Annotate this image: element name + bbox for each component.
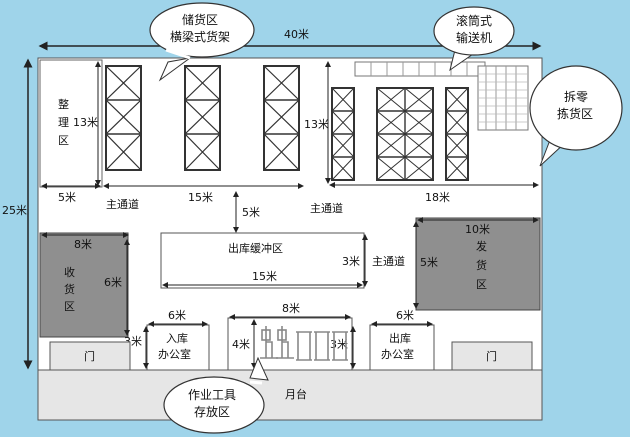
receiving-label-3: 区: [64, 300, 75, 313]
shipping-label-3: 区: [476, 278, 487, 291]
buffer-width-label: 15米: [252, 270, 277, 283]
in-office-label-1: 入库: [166, 332, 188, 345]
tool-storage-area: [227, 317, 353, 371]
sort-width-label: 5米: [58, 191, 76, 204]
ship-height-label: 5米: [420, 256, 438, 269]
receiving-label-1: 收: [64, 265, 75, 279]
left-rack-2: [184, 65, 221, 171]
callout-storage: 储货区 横梁式货架: [149, 2, 255, 82]
sort-height-label: 13米: [73, 116, 98, 129]
callout-tools-line1: 作业工具: [188, 388, 236, 402]
right-rack-thin: [445, 87, 469, 181]
ship-width-label: 10米: [465, 223, 490, 236]
forklift-icons: [260, 326, 294, 359]
callout-tools-line2: 存放区: [194, 404, 230, 419]
shipping-label-2: 货: [476, 258, 487, 272]
out-office-label-1: 出库: [389, 331, 411, 345]
shipping-area: [415, 217, 541, 311]
recv-height-label: 6米: [104, 276, 122, 289]
sorting-label-2: 理: [58, 116, 69, 129]
platform-label: 月台: [285, 387, 307, 401]
door-left-label: 门: [84, 349, 95, 363]
callout-storage-line2: 横梁式货架: [170, 29, 230, 44]
door-right-label: 门: [486, 349, 497, 363]
callout-roller: 滚筒式 输送机: [433, 6, 515, 72]
main-aisle-mid: 主通道: [372, 254, 405, 268]
door-right: [451, 341, 533, 371]
total-width-label: 40米: [284, 28, 309, 41]
callout-roller-line2: 输送机: [456, 30, 492, 45]
main-aisle-right: 主通道: [310, 201, 343, 215]
platform: [37, 369, 543, 421]
left-rack-1: [105, 65, 142, 171]
in-office-width-label: 6米: [168, 309, 186, 322]
left-rack-3: [263, 65, 300, 171]
outbound-office: [369, 324, 435, 371]
receiving-label-2: 货: [64, 282, 75, 296]
rack-width-label: 15米: [188, 191, 213, 204]
door-left: [49, 341, 131, 371]
callout-tools: 作业工具 存放区: [163, 356, 269, 434]
sorting-label-3: 区: [58, 134, 69, 147]
aisle-gap-label: 5米: [242, 206, 260, 219]
recv-width-label: 8米: [74, 238, 92, 251]
callout-roller-line1: 滚筒式: [456, 13, 492, 28]
cart-icons: [296, 331, 348, 361]
buffer-height-label: 3米: [342, 255, 360, 268]
tool-width-label: 8米: [282, 302, 300, 315]
right-rack-small: [331, 87, 355, 181]
rack-height-right-label: 13米: [304, 118, 329, 131]
in-office-label-2: 办公室: [158, 347, 191, 361]
callout-picking: 拆零 拣货区: [529, 65, 623, 167]
callout-storage-line1: 储货区: [182, 12, 218, 27]
sorting-area: [39, 59, 103, 188]
total-height-label: 25米: [2, 204, 27, 217]
out-office-label-2: 办公室: [381, 347, 414, 361]
out-office-width-label: 6米: [396, 309, 414, 322]
sorting-label-1: 整: [58, 97, 69, 111]
receiving-area: [39, 232, 129, 338]
callout-picking-line2: 拣货区: [557, 106, 593, 121]
outbound-buffer-area: [160, 232, 365, 289]
right-rack-large: [376, 87, 434, 181]
tool-height-label: 4米: [232, 338, 250, 351]
main-aisle-left: 主通道: [106, 197, 139, 211]
shipping-label-1: 发: [476, 239, 487, 253]
callout-picking-line1: 拆零: [564, 89, 588, 104]
buffer-label: 出库缓冲区: [228, 241, 283, 255]
right-width-label: 18米: [425, 191, 450, 204]
